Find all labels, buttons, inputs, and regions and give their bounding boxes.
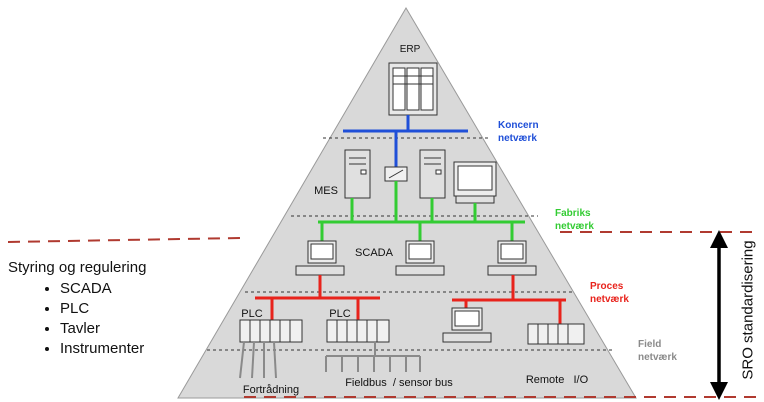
scada-label: SCADA bbox=[355, 247, 394, 259]
field-network-label-line2: netværk bbox=[638, 352, 677, 363]
sro-boundary-left bbox=[7, 237, 241, 243]
fieldbus-tree bbox=[325, 342, 421, 372]
sro-arrow-head-top bbox=[710, 230, 728, 248]
left-panel-item-instrumenter: Instrumenter bbox=[60, 339, 223, 359]
erp-server-icon bbox=[388, 62, 438, 116]
scada-workstation-icon-2 bbox=[395, 240, 445, 276]
sro-standardisering-label: SRO standardisering bbox=[739, 240, 757, 380]
proces-network-label-line2: netværk bbox=[590, 294, 629, 305]
proces-network-label-line1: Proces bbox=[590, 281, 624, 292]
remote-io-label: Remote I/O bbox=[526, 374, 589, 386]
left-panel-list: SCADA PLC Tavler Instrumenter bbox=[8, 279, 223, 359]
mes-server-icon-2 bbox=[419, 149, 446, 199]
left-panel-title: Styring og regulering bbox=[8, 259, 147, 276]
plc-rack-icon-1 bbox=[239, 319, 303, 343]
field-wiring bbox=[239, 341, 277, 379]
mes-server-icon-1 bbox=[344, 149, 371, 199]
scada-workstation-icon-3 bbox=[487, 240, 537, 276]
scada-workstation-icon-1 bbox=[295, 240, 345, 276]
plc-2-label: PLC bbox=[329, 308, 350, 320]
fabriks-network-label-line1: Fabriks bbox=[555, 208, 591, 219]
hmi-panel-icon bbox=[442, 307, 492, 343]
plc-1-label: PLC bbox=[241, 308, 262, 320]
mes-label: MES bbox=[314, 185, 338, 197]
plc-rack-icon-2 bbox=[326, 319, 390, 343]
left-panel-item-tavler: Tavler bbox=[60, 319, 223, 339]
left-panel: Styring og regulering SCADA PLC Tavler I… bbox=[8, 259, 223, 359]
left-panel-item-scada: SCADA bbox=[60, 279, 223, 299]
remote-io-rack-icon bbox=[527, 323, 585, 345]
mes-terminal-icon bbox=[453, 161, 497, 204]
fortradning-label: Fortrådning bbox=[243, 384, 299, 396]
fieldbus-label: Fieldbus / sensor bus bbox=[345, 377, 453, 389]
koncern-network-label-line2: netværk bbox=[498, 133, 537, 144]
fabriks-network-label-line2: netværk bbox=[555, 221, 594, 232]
left-panel-item-plc: PLC bbox=[60, 299, 223, 319]
field-network-label-line1: Field bbox=[638, 339, 661, 350]
erp-label: ERP bbox=[400, 44, 421, 55]
firewall-icon bbox=[384, 166, 408, 182]
sro-arrow-head-bottom bbox=[710, 382, 728, 400]
koncern-network-label-line1: Koncern bbox=[498, 120, 539, 131]
